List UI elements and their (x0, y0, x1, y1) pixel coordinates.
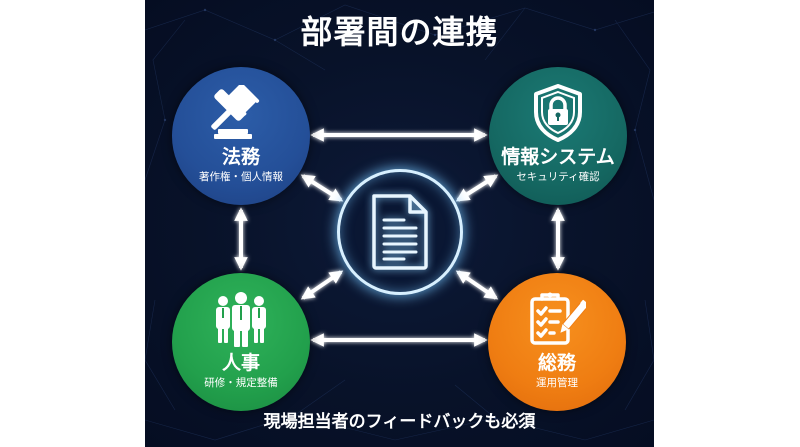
node-subtitle: セキュリティ確認 (516, 171, 600, 183)
node-human-resources: 人事 研修・規定整備 (172, 273, 310, 411)
node-name: 情報システム (501, 146, 615, 168)
node-name: 総務 (537, 352, 576, 374)
clipboard-checklist-icon (488, 291, 626, 347)
people-icon (172, 291, 310, 347)
node-general-affairs: 総務 運用管理 (488, 273, 626, 411)
node-subtitle: 研修・規定整備 (204, 377, 278, 389)
diagram-title: 部署間の連携 (300, 13, 499, 51)
node-subtitle: 運用管理 (536, 377, 578, 389)
gavel-icon (172, 85, 310, 141)
background-network (145, 4, 654, 441)
node-subtitle: 著作権・個人情報 (199, 171, 283, 183)
center-hub (337, 169, 463, 295)
node-name: 人事 (221, 352, 260, 374)
diagram-footer: 現場担当者のフィードバックも必須 (263, 412, 536, 432)
node-legal: 法務 著作権・個人情報 (172, 67, 310, 205)
diagram-panel: 部署間の連携 (145, 0, 654, 447)
node-name: 法務 (221, 146, 260, 168)
node-information-systems: 情報システム セキュリティ確認 (489, 67, 627, 205)
document-icon (372, 194, 428, 270)
shield-lock-icon (489, 84, 627, 142)
